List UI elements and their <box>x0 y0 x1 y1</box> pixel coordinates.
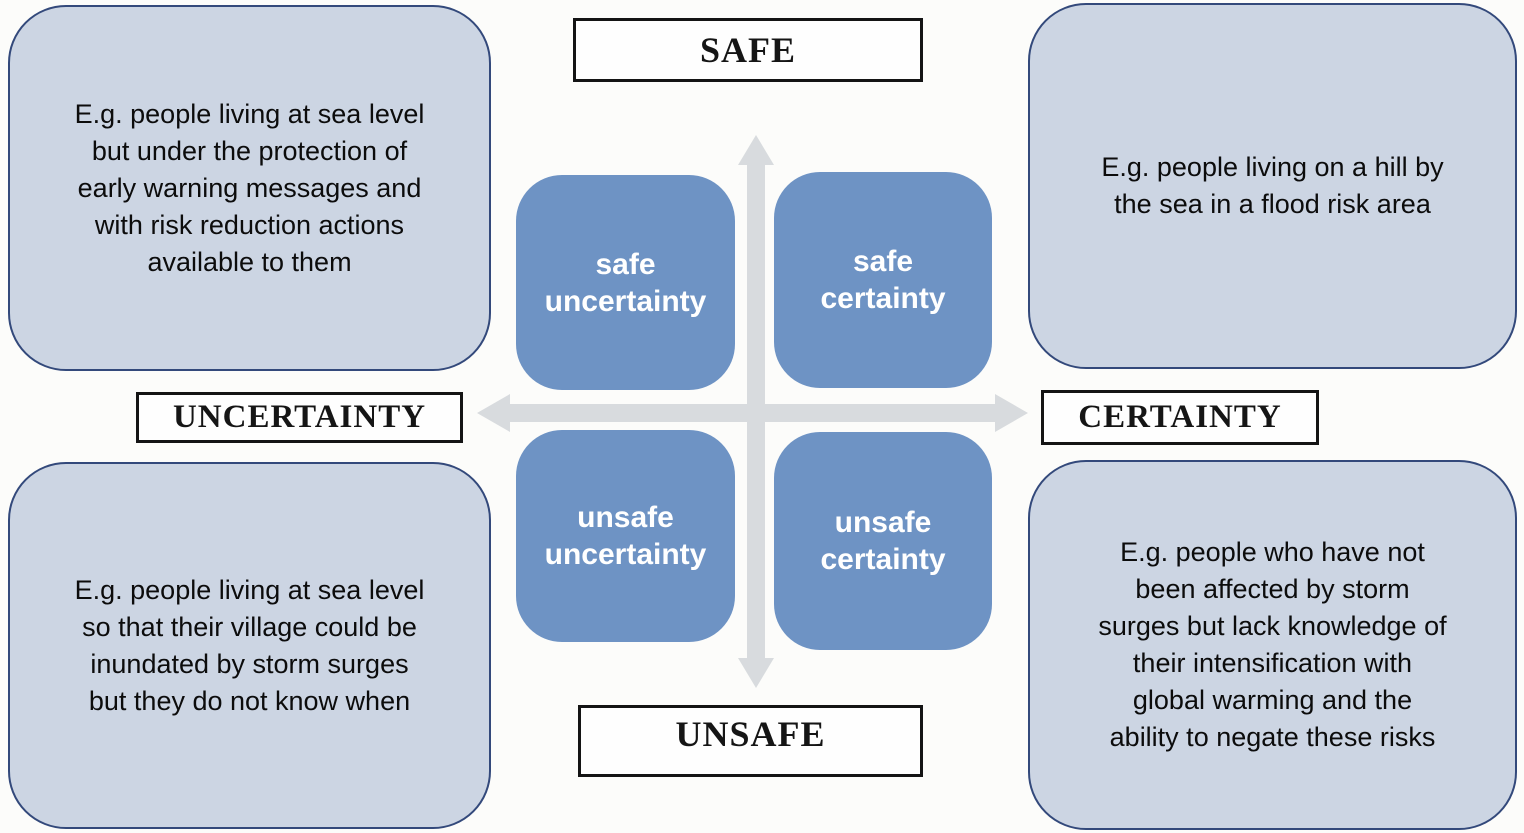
arrow-right-icon <box>995 394 1028 432</box>
axis-label-unsafe: UNSAFE <box>578 705 923 777</box>
example-text-bottom-left: E.g. people living at sea level so that … <box>74 574 425 716</box>
arrow-up-icon <box>738 135 774 165</box>
example-box-bottom-left: E.g. people living at sea level so that … <box>8 462 491 829</box>
arrow-down-icon <box>738 658 774 688</box>
example-box-top-left: E.g. people living at sea level but unde… <box>8 5 491 371</box>
quadrant-label-unsafe-uncertainty: unsafe uncertainty <box>544 501 707 571</box>
quadrant-box-safe-uncertainty: safe uncertainty <box>516 175 735 390</box>
quadrant-box-safe-certainty: safe certainty <box>774 172 992 388</box>
example-text-top-left: E.g. people living at sea level but unde… <box>74 98 425 277</box>
horizontal-axis-line <box>505 404 1000 422</box>
quadrant-box-unsafe-uncertainty: unsafe uncertainty <box>516 430 735 642</box>
example-text-bottom-right: E.g. people who have not been affected b… <box>1098 537 1447 752</box>
axis-label-certainty: CERTAINTY <box>1041 390 1319 445</box>
axis-label-safe: SAFE <box>573 18 923 82</box>
quadrant-label-safe-uncertainty: safe uncertainty <box>544 247 707 318</box>
axis-label-uncertainty: UNCERTAINTY <box>136 392 463 443</box>
quadrant-label-safe-certainty: safe certainty <box>820 245 946 315</box>
example-box-bottom-right: E.g. people who have not been affected b… <box>1028 460 1517 830</box>
arrow-left-icon <box>477 394 510 432</box>
quadrant-box-unsafe-certainty: unsafe certainty <box>774 432 992 650</box>
quadrant-label-unsafe-certainty: unsafe certainty <box>820 506 946 576</box>
example-box-top-right: E.g. people living on a hill by the sea … <box>1028 3 1517 369</box>
example-text-top-right: E.g. people living on a hill by the sea … <box>1101 152 1444 219</box>
